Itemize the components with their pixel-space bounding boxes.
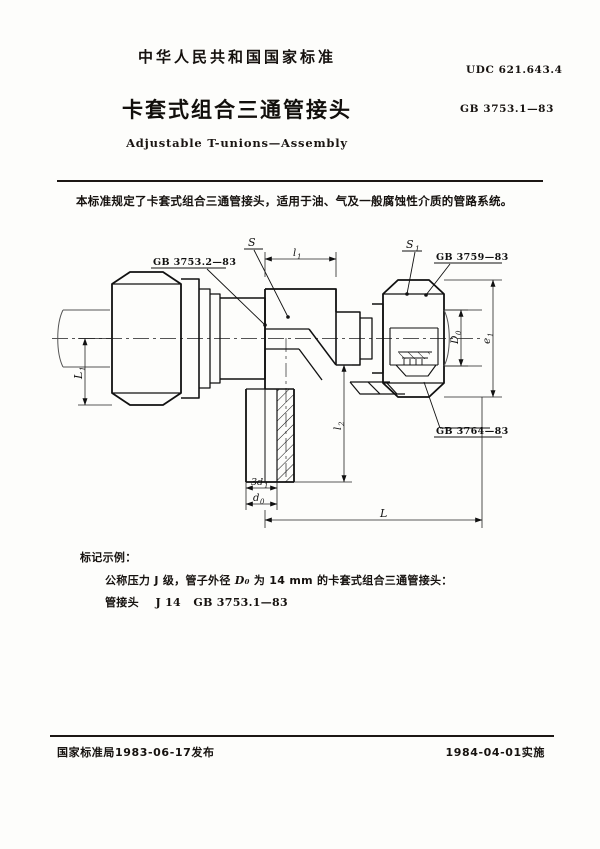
svg-text:2: 2 bbox=[338, 421, 346, 427]
marking-line1-suffix: 为 14 mm 的卡套式组合三通管接头： bbox=[249, 574, 453, 587]
page-title: 卡套式组合三通管接头 bbox=[122, 98, 352, 122]
label-gb-3753-2: GB 3753.2—83 bbox=[153, 257, 236, 268]
svg-text:1: 1 bbox=[297, 253, 301, 261]
svg-text:1: 1 bbox=[415, 244, 420, 253]
marking-line2-code: GB 3753.1—83 bbox=[193, 596, 288, 609]
udc-code: UDC 621.643.4 bbox=[466, 64, 563, 76]
marking-example-line-2: 管接头 J 14 GB 3753.1—83 bbox=[105, 594, 288, 610]
label-dim-d0: d bbox=[253, 493, 259, 504]
marking-line1-prefix: 公称压力 J 级，管子外径 bbox=[105, 574, 235, 587]
label-dim-e1: e bbox=[481, 338, 493, 344]
label-gb-3764: GB 3764—83 bbox=[436, 426, 509, 437]
marking-example-title: 标记示例： bbox=[80, 551, 137, 564]
marking-line2-name: 管接头 bbox=[105, 596, 139, 609]
footer-divider bbox=[50, 735, 554, 737]
label-dim-3d1: 3d bbox=[251, 477, 263, 488]
standard-number: GB 3753.1—83 bbox=[460, 103, 554, 115]
header-divider bbox=[57, 180, 543, 182]
label-dim-s1: S bbox=[406, 238, 414, 251]
svg-text:1: 1 bbox=[264, 482, 268, 490]
svg-text:0: 0 bbox=[260, 498, 265, 506]
english-title: Adjustable T-unions—Assembly bbox=[126, 136, 348, 150]
label-dim-D0: D bbox=[449, 335, 461, 345]
svg-text:1: 1 bbox=[487, 333, 495, 337]
country-standard-heading: 中华人民共和国国家标准 bbox=[137, 48, 336, 66]
label-dim-L: L bbox=[379, 507, 387, 520]
marking-line1-symbol: D₀ bbox=[234, 574, 250, 587]
svg-text:0: 0 bbox=[455, 330, 463, 335]
technical-drawing: GB 3753.2—83 S S 1 GB 3759—83 GB 3764—83… bbox=[50, 232, 555, 532]
label-dim-s: S bbox=[248, 236, 256, 249]
svg-text:1: 1 bbox=[79, 367, 87, 371]
marking-line2-spec: J 14 bbox=[155, 596, 181, 609]
label-dim-L1: L bbox=[72, 372, 85, 380]
label-dim-l2: l bbox=[333, 427, 344, 430]
label-dim-l1: l bbox=[293, 248, 296, 259]
label-gb-3759: GB 3759—83 bbox=[436, 252, 509, 263]
implementation-date: 1984-04-01实施 bbox=[445, 746, 545, 759]
scope-paragraph: 本标准规定了卡套式组合三通管接头，适用于油、气及一般腐蚀性介质的管路系统。 bbox=[76, 194, 513, 208]
marking-example-line-1: 公称压力 J 级，管子外径 D₀ 为 14 mm 的卡套式组合三通管接头： bbox=[105, 572, 453, 588]
publication-date: 国家标准局1983-06-17发布 bbox=[57, 746, 215, 759]
